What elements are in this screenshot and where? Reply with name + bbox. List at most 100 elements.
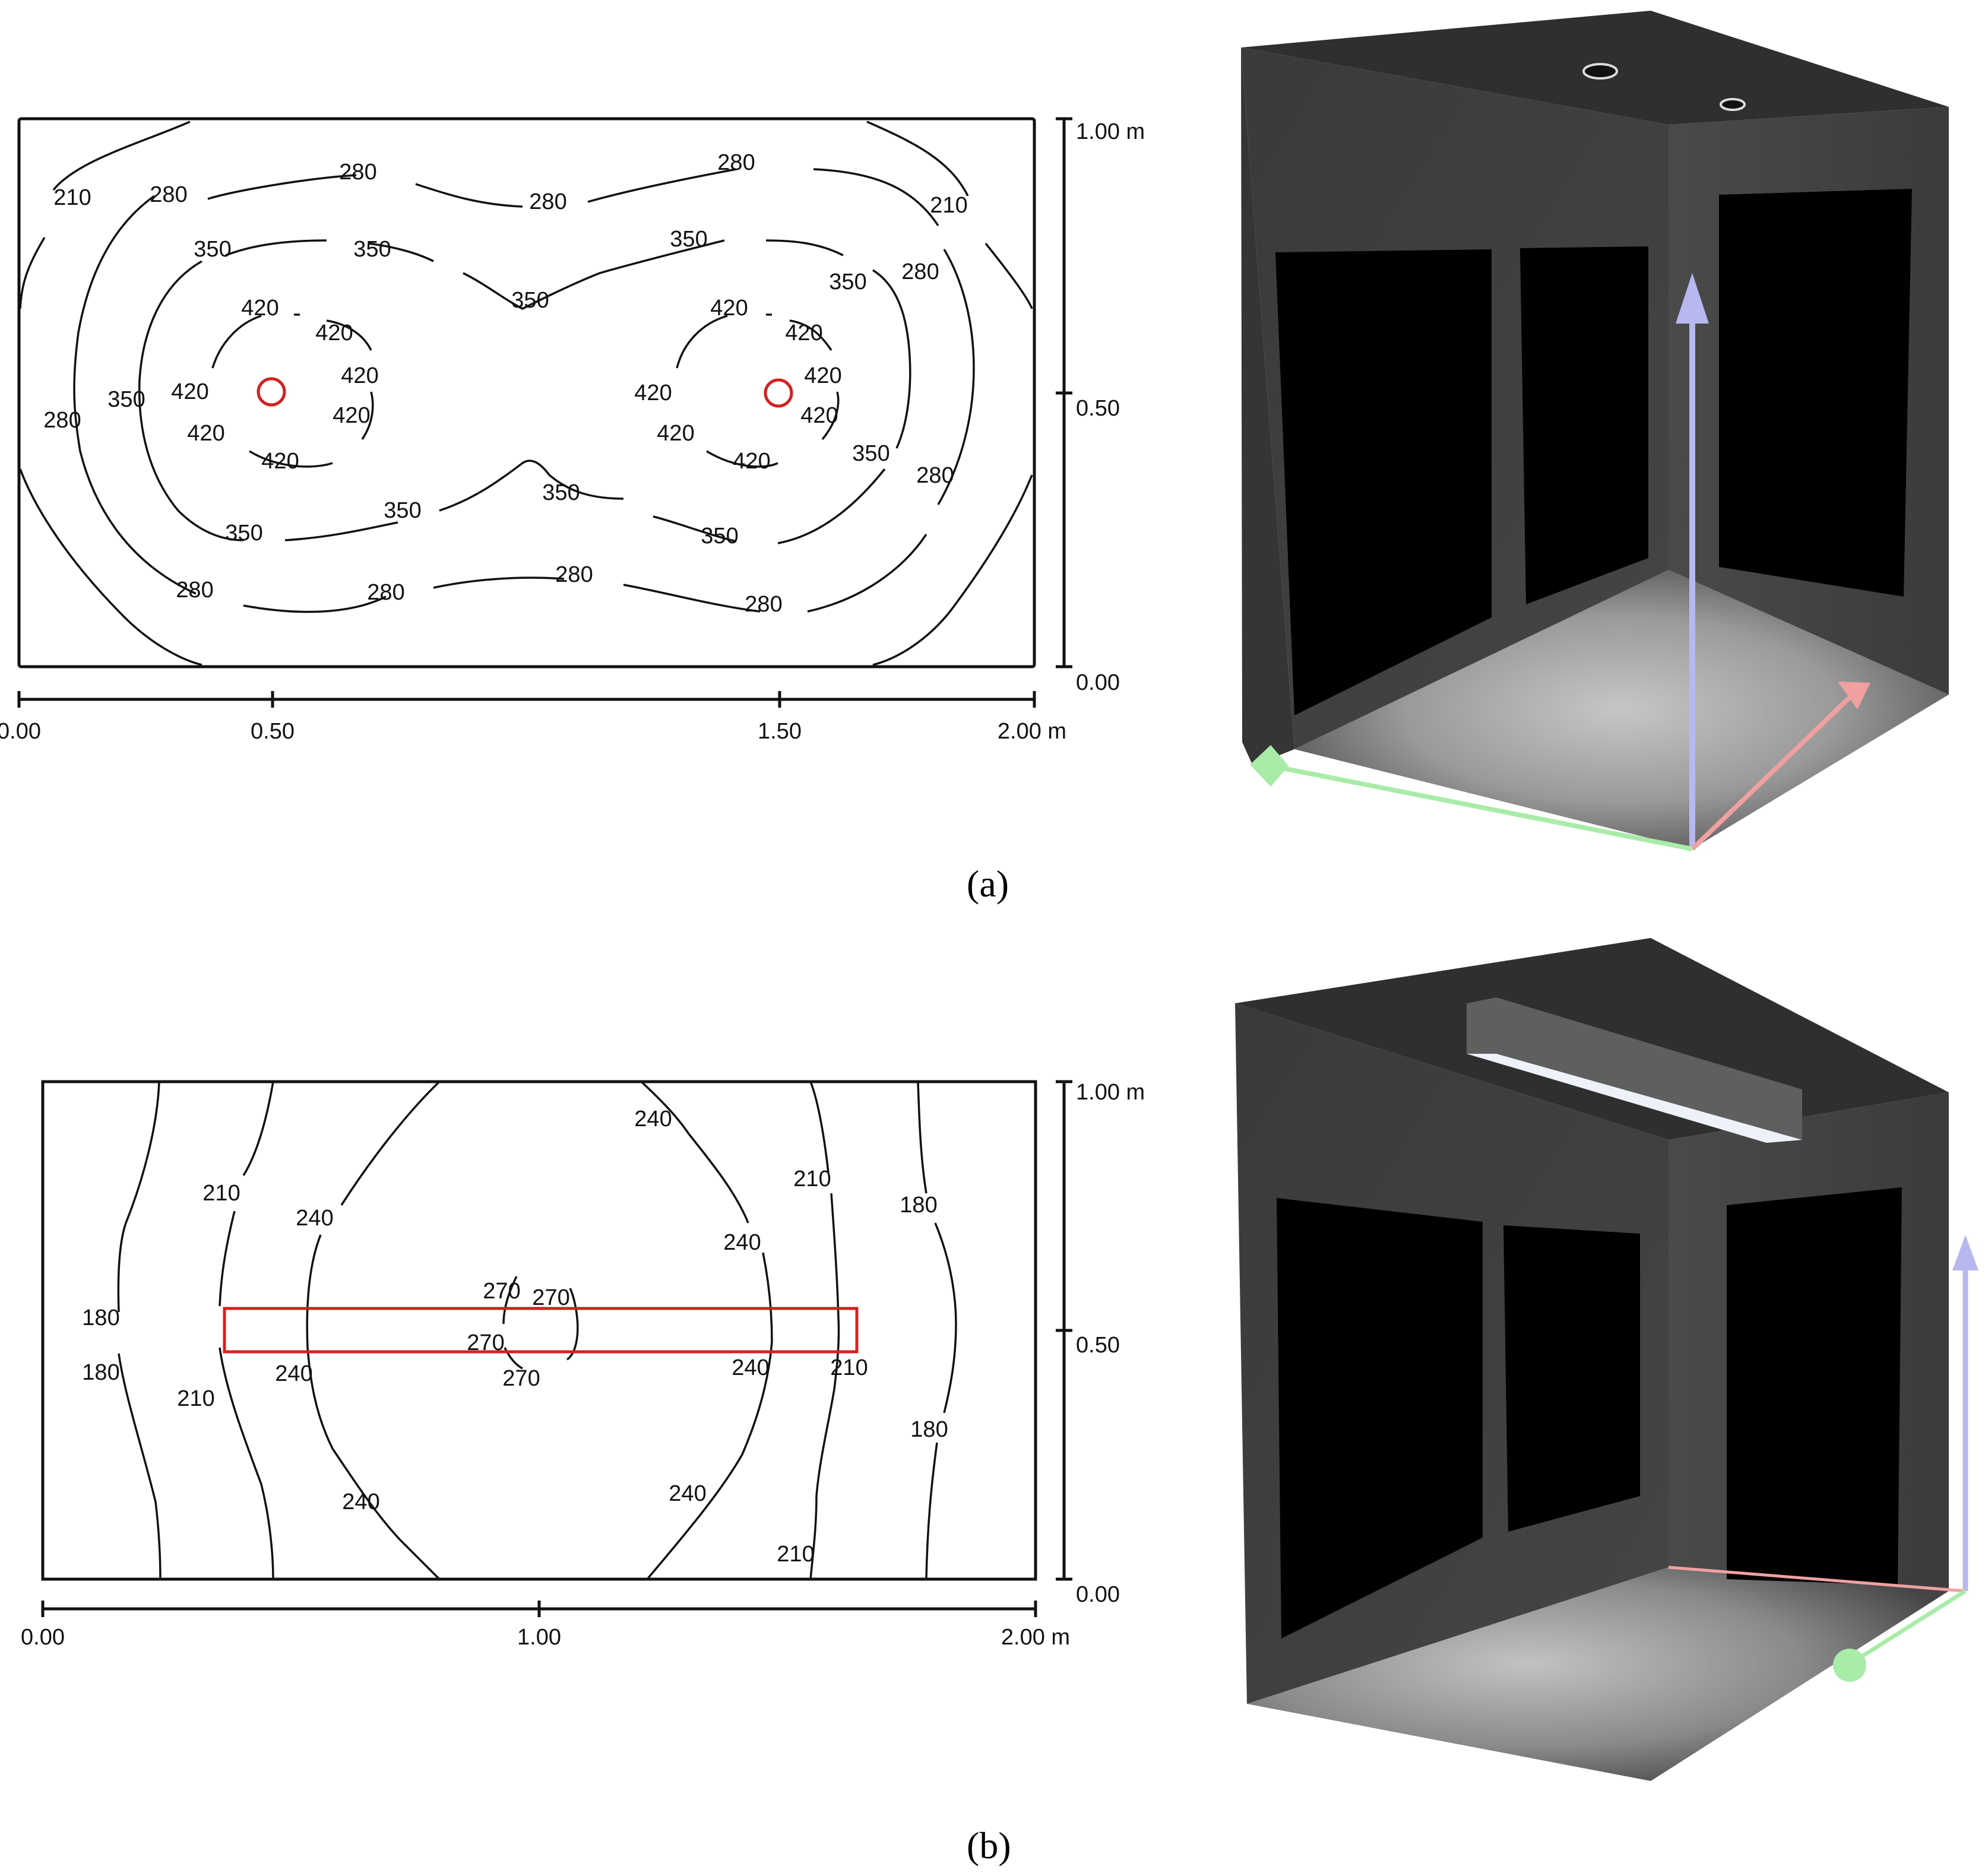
x-axis-arrow — [1668, 1566, 1966, 1593]
label-350: 350 — [701, 524, 738, 549]
downlight-icon — [1720, 98, 1746, 111]
label-280: 280 — [339, 160, 376, 185]
label-350: 350 — [353, 237, 391, 262]
downlight-icon — [1582, 63, 1618, 80]
label-420: 420 — [733, 449, 770, 474]
label-420: 420 — [261, 449, 299, 474]
label-420: 420 — [341, 363, 378, 388]
label-420: 420 — [657, 421, 694, 446]
panel-a-contour-labels: 210 210 280 280 280 280 280 280 280 280 … — [43, 150, 967, 617]
panel-b-room-outline — [41, 1080, 1037, 1581]
label-240: 240 — [732, 1355, 769, 1380]
label-210: 210 — [202, 1181, 240, 1206]
window — [1277, 1198, 1483, 1639]
label-350: 350 — [225, 521, 262, 546]
label-420: 420 — [241, 296, 278, 321]
panel-b-contours — [117, 1080, 957, 1580]
caption-b: (b) — [967, 1824, 1011, 1867]
label-180: 180 — [82, 1305, 119, 1330]
panel-a-room-outline — [17, 117, 1036, 668]
contour-280 — [73, 168, 975, 613]
label-420: 420 — [315, 321, 353, 346]
contour-210-right — [809, 1081, 840, 1580]
window — [1520, 246, 1648, 604]
label-280: 280 — [43, 408, 81, 433]
panel-a-contours — [19, 121, 1033, 666]
label-280: 280 — [717, 150, 755, 175]
linear-luminaire-icon — [1467, 997, 1802, 1143]
x-tick-label: 0.00 — [0, 719, 41, 744]
panel-a-isolux-diagram: 210 210 280 280 280 280 280 280 280 280 … — [0, 117, 1145, 744]
luminaire-a-left-marker — [257, 377, 286, 407]
label-420: 420 — [171, 379, 208, 404]
label-210: 210 — [830, 1355, 868, 1380]
label-210: 210 — [793, 1167, 831, 1191]
label-180: 180 — [900, 1193, 937, 1218]
x-tick-label: 1.50 — [758, 719, 802, 744]
y-axis-arrow — [1270, 763, 1693, 851]
label-210: 210 — [177, 1386, 214, 1411]
label-270: 270 — [483, 1279, 520, 1304]
label-350: 350 — [829, 270, 866, 294]
wall-edge — [1241, 47, 1294, 766]
luminaire-b-linear-marker — [223, 1307, 859, 1354]
x-axis-arrow — [1690, 693, 1854, 851]
panel-b-y-axis — [1056, 1080, 1072, 1581]
window — [1719, 189, 1912, 597]
x-axis-arrowhead-icon — [1838, 682, 1870, 709]
y-tick-label: 1.00 m — [1076, 1080, 1145, 1105]
x-tick-label: 2.00 m — [1001, 1625, 1070, 1650]
label-350: 350 — [107, 387, 145, 412]
y-tick-label: 0.50 — [1076, 1333, 1120, 1358]
label-240: 240 — [634, 1107, 672, 1132]
z-axis-arrowhead-icon — [1952, 1235, 1978, 1270]
contour-420-left — [211, 313, 374, 468]
linear-luminaire-face — [1467, 1054, 1802, 1143]
contour-180-right — [917, 1081, 957, 1580]
label-240: 240 — [275, 1361, 312, 1386]
contour-210-left — [219, 1081, 274, 1580]
y-axis-end-sphere-icon — [1833, 1649, 1866, 1682]
label-280: 280 — [150, 182, 187, 207]
label-350: 350 — [852, 441, 889, 466]
label-280: 280 — [901, 259, 939, 284]
label-240: 240 — [669, 1481, 706, 1506]
panel-b-contour-labels: 240 210 210 180 240 240 270 270 180 270 … — [82, 1107, 948, 1567]
x-tick-label: 0.00 — [21, 1625, 65, 1650]
panel-b-isolux-diagram: 240 210 210 180 240 240 270 270 180 270 … — [21, 1080, 1145, 1650]
x-tick-label: 0.50 — [251, 719, 295, 744]
label-270: 270 — [467, 1330, 504, 1355]
label-280: 280 — [367, 580, 404, 605]
floor — [1247, 1567, 1949, 1781]
z-axis-arrowhead-icon — [1676, 273, 1709, 324]
window — [1727, 1187, 1902, 1585]
label-420: 420 — [800, 403, 838, 428]
label-350: 350 — [384, 498, 421, 523]
contour-420-right — [676, 313, 840, 468]
label-350: 350 — [511, 288, 549, 313]
label-350: 350 — [670, 227, 707, 252]
label-280: 280 — [529, 189, 566, 214]
label-280: 280 — [555, 562, 593, 587]
panel-a-y-axis — [1056, 117, 1072, 668]
contour-240-right — [640, 1080, 773, 1580]
panel-b-x-axis — [41, 1601, 1037, 1617]
window — [1275, 249, 1492, 715]
luminaire-a-right-marker — [764, 378, 793, 408]
label-180: 180 — [82, 1360, 119, 1385]
caption-a: (a) — [967, 863, 1009, 905]
y-tick-label: 0.50 — [1076, 396, 1120, 421]
label-210: 210 — [777, 1542, 814, 1567]
label-280: 280 — [745, 592, 782, 617]
label-420: 420 — [634, 381, 672, 405]
panel-b-room-3d-view — [1235, 938, 1978, 1781]
y-tick-label: 1.00 m — [1076, 119, 1145, 144]
x-tick-label: 2.00 m — [998, 719, 1066, 744]
label-280: 280 — [916, 463, 954, 488]
label-180: 180 — [910, 1417, 948, 1442]
label-240: 240 — [342, 1490, 379, 1514]
label-420: 420 — [187, 421, 224, 446]
panel-a-room-3d-view — [1241, 11, 1949, 851]
contour-350 — [138, 239, 911, 544]
label-420: 420 — [804, 363, 841, 388]
